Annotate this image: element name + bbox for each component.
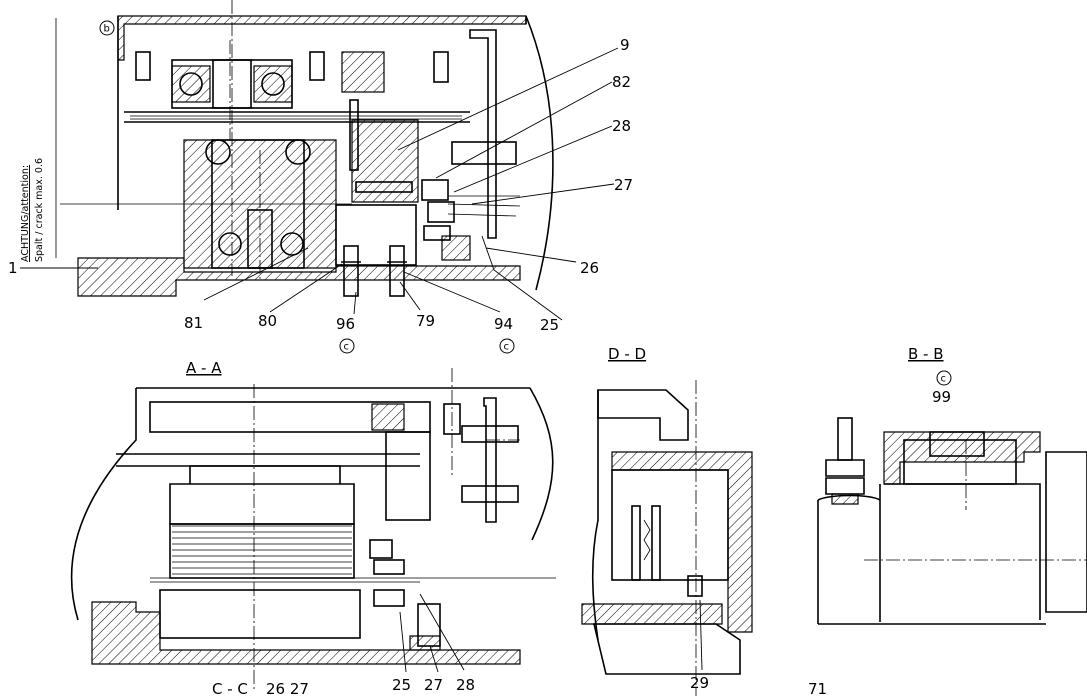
part-label-26-27-cc: 26 27 bbox=[266, 680, 309, 696]
part-label-99: 99 bbox=[932, 388, 951, 406]
view-title-c-c: C - C bbox=[212, 680, 248, 696]
part-label-71: 71 bbox=[808, 680, 827, 696]
section-b-b-view bbox=[817, 417, 1087, 625]
marker-c-96: c bbox=[344, 342, 350, 353]
part-label-25-aa: 25 bbox=[392, 676, 411, 694]
top-section-view bbox=[55, 0, 554, 297]
circle-markers: b c c c bbox=[99, 20, 952, 386]
part-label-29: 29 bbox=[690, 674, 709, 692]
part-label-27-top: 27 bbox=[614, 176, 633, 194]
part-label-94: 94 bbox=[494, 315, 513, 333]
part-label-81: 81 bbox=[184, 314, 203, 332]
leader-lines bbox=[20, 47, 703, 673]
attention-note-line2: Spalt / crack max. 0.6 bbox=[34, 158, 45, 262]
part-label-26-top: 26 bbox=[580, 259, 599, 277]
part-label-28-top: 28 bbox=[612, 117, 631, 135]
marker-c-94: c bbox=[504, 342, 510, 353]
part-label-27-aa: 27 bbox=[424, 676, 443, 694]
marker-c-bb: c bbox=[941, 374, 947, 385]
view-titles: A - A D - D B - B C - C bbox=[186, 345, 944, 696]
part-number-labels: 1 9 82 28 27 26 25 81 80 96 79 94 99 25 … bbox=[8, 36, 951, 696]
attention-note-line1: ACHTUNG/attention: bbox=[20, 165, 31, 262]
part-label-80: 80 bbox=[258, 312, 277, 330]
view-title-a-a: A - A bbox=[186, 359, 222, 377]
part-label-9: 9 bbox=[620, 36, 630, 54]
annotation-note: ACHTUNG/attention: Spalt / crack max. 0.… bbox=[20, 158, 45, 262]
part-label-82: 82 bbox=[612, 73, 631, 91]
part-label-1: 1 bbox=[8, 259, 18, 277]
part-label-96: 96 bbox=[336, 315, 355, 333]
marker-b: b bbox=[104, 24, 110, 35]
view-title-d-d: D - D bbox=[608, 345, 646, 363]
view-title-b-b: B - B bbox=[908, 345, 944, 363]
section-d-d-view bbox=[581, 380, 753, 696]
part-label-79: 79 bbox=[416, 312, 435, 330]
part-label-25-top: 25 bbox=[540, 316, 559, 334]
part-label-28-aa: 28 bbox=[456, 676, 475, 694]
section-a-a-view bbox=[70, 368, 556, 690]
